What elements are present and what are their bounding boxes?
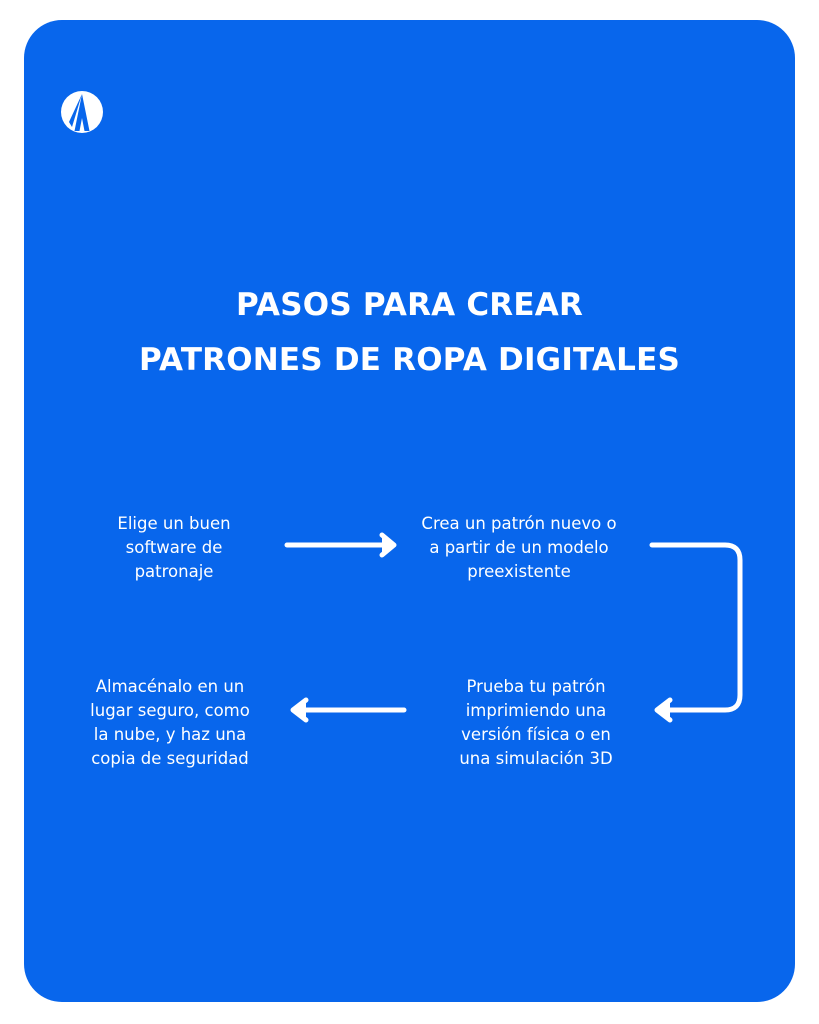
brand-a-logo-icon: [61, 91, 103, 133]
step-4-text: Almacénalo en un lugar seguro, como la n…: [60, 675, 280, 771]
step-3-text: Prueba tu patrón imprimiendo una versión…: [436, 675, 636, 771]
step-2-text: Crea un patrón nuevo o a partir de un mo…: [403, 512, 635, 584]
title-line-2: PATRONES DE ROPA DIGITALES: [138, 342, 681, 378]
step-4-line-4: copia de seguridad: [91, 749, 249, 768]
infographic-card: [24, 20, 795, 1002]
title-line-1: PASOS PARA CREAR: [235, 287, 584, 323]
step-2-line-1: Crea un patrón nuevo o: [421, 514, 617, 533]
step-4-line-3: la nube, y haz una: [93, 725, 247, 744]
step-2-line-3: preexistente: [467, 562, 571, 581]
arrow-left-icon: [290, 697, 407, 723]
step-3-line-1: Prueba tu patrón: [466, 677, 606, 696]
step-2-line-2: a partir de un modelo: [429, 538, 609, 557]
step-1-line-1: Elige un buen: [117, 514, 231, 533]
step-3-line-3: versión física o en: [461, 725, 611, 744]
step-3-line-4: una simulación 3D: [459, 749, 613, 768]
step-1-line-3: patronaje: [134, 562, 214, 581]
step-3-line-2: imprimiendo una: [465, 701, 607, 720]
step-1-text: Elige un buen software de patronaje: [74, 512, 274, 584]
arrow-right-icon: [284, 532, 397, 558]
step-4-line-1: Almacénalo en un: [95, 677, 245, 696]
step-1-line-2: software de: [125, 538, 223, 557]
page-title: PASOS PARA CREAR PATRONES DE ROPA DIGITA…: [24, 278, 795, 388]
arrow-curved-down-left-icon: [649, 542, 743, 723]
step-4-line-2: lugar seguro, como: [90, 701, 250, 720]
